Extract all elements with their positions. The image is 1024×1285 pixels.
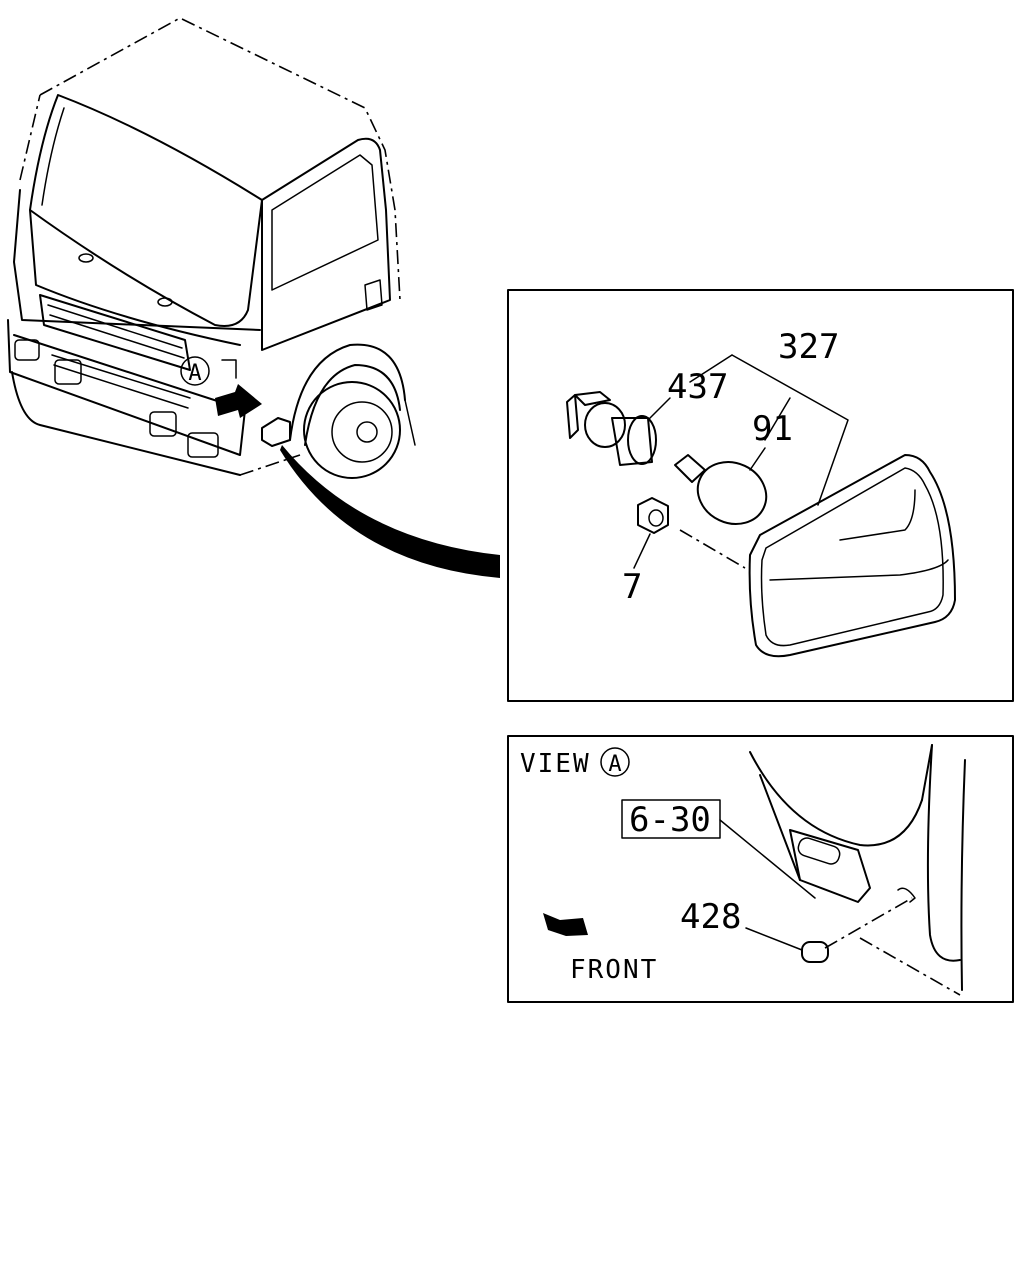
callout-327: 327 — [778, 327, 839, 367]
lamp-housing — [748, 454, 956, 658]
reference-6-30: 6-30 — [629, 800, 711, 840]
callout-7: 7 — [622, 567, 642, 607]
view-marker-cab: A — [188, 361, 201, 386]
detail-connector — [280, 445, 500, 578]
bulb-socket — [566, 391, 657, 466]
lamp-detail-panel: 327 437 91 7 — [507, 289, 1014, 702]
marker-lamp — [789, 829, 871, 903]
front-label: FRONT — [570, 955, 658, 985]
grommet — [801, 941, 829, 963]
nut — [637, 497, 669, 534]
front-arrow-icon — [543, 913, 588, 936]
view-title-marker: A — [608, 752, 621, 777]
truck-cab-illustration: A — [7, 17, 416, 479]
callout-91: 91 — [752, 409, 793, 449]
callout-428: 428 — [680, 897, 741, 937]
bulb — [674, 454, 768, 525]
view-title: VIEW — [520, 749, 591, 779]
callout-437: 437 — [667, 367, 728, 407]
view-a-panel: VIEW A 6-30 428 FRONT — [507, 735, 1014, 1003]
